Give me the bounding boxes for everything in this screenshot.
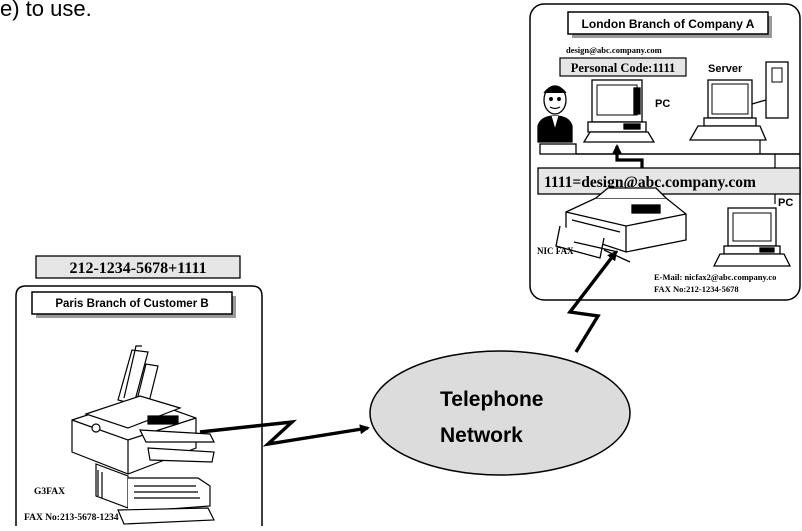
cropped-intro-text: e) to use. [0, 0, 92, 21]
person-icon [537, 85, 577, 155]
telephone-network: Telephone Network [369, 350, 631, 476]
paris-fax-no: FAX No:213-5678-1234 [24, 513, 119, 523]
nic-email-label: E-Mail: nicfax2@abc.company.co [654, 272, 776, 282]
g3-fax-icon [71, 345, 215, 525]
london-fax-no: FAX No:212-1234-5678 [654, 284, 739, 294]
dial-number-box [35, 255, 241, 279]
user-pc-icon [582, 79, 656, 143]
pc2-label: PC [778, 197, 793, 209]
network-line1: Telephone [440, 388, 543, 411]
nic-fax-label: NIC FAX [537, 246, 574, 256]
london-title: London Branch of Company A [582, 17, 755, 31]
paris-title: Paris Branch of Customer B [55, 298, 208, 310]
nic-fax-icon [555, 187, 687, 263]
london-branch-panel: London Branch of Company A design@abc.co… [529, 3, 801, 301]
london-email-label: design@abc.company.com [566, 45, 662, 55]
server-icon [688, 61, 789, 141]
paris-title-box [31, 291, 233, 315]
personal-code-box [559, 57, 687, 77]
routing-arrow [612, 144, 644, 172]
dial-number: 212-1234-5678+1111 [69, 260, 206, 277]
pc-label: PC [655, 98, 670, 110]
mapping-label: 1111=design@abc.company.com [544, 174, 756, 191]
g3fax-label: G3FAX [34, 487, 65, 497]
server-label: Server [708, 63, 743, 75]
personal-code-label: Personal Code:1111 [571, 61, 676, 75]
network-line2: Network [440, 424, 523, 447]
pc2-icon [712, 207, 792, 267]
network-ellipse [369, 350, 631, 476]
paris-branch-panel: 212-1234-5678+1111 Paris Branch of Custo… [15, 255, 263, 526]
london-title-box [567, 11, 769, 35]
mapping-box [537, 167, 801, 195]
link-network-to-london [566, 250, 618, 353]
link-paris-to-network [199, 419, 370, 447]
